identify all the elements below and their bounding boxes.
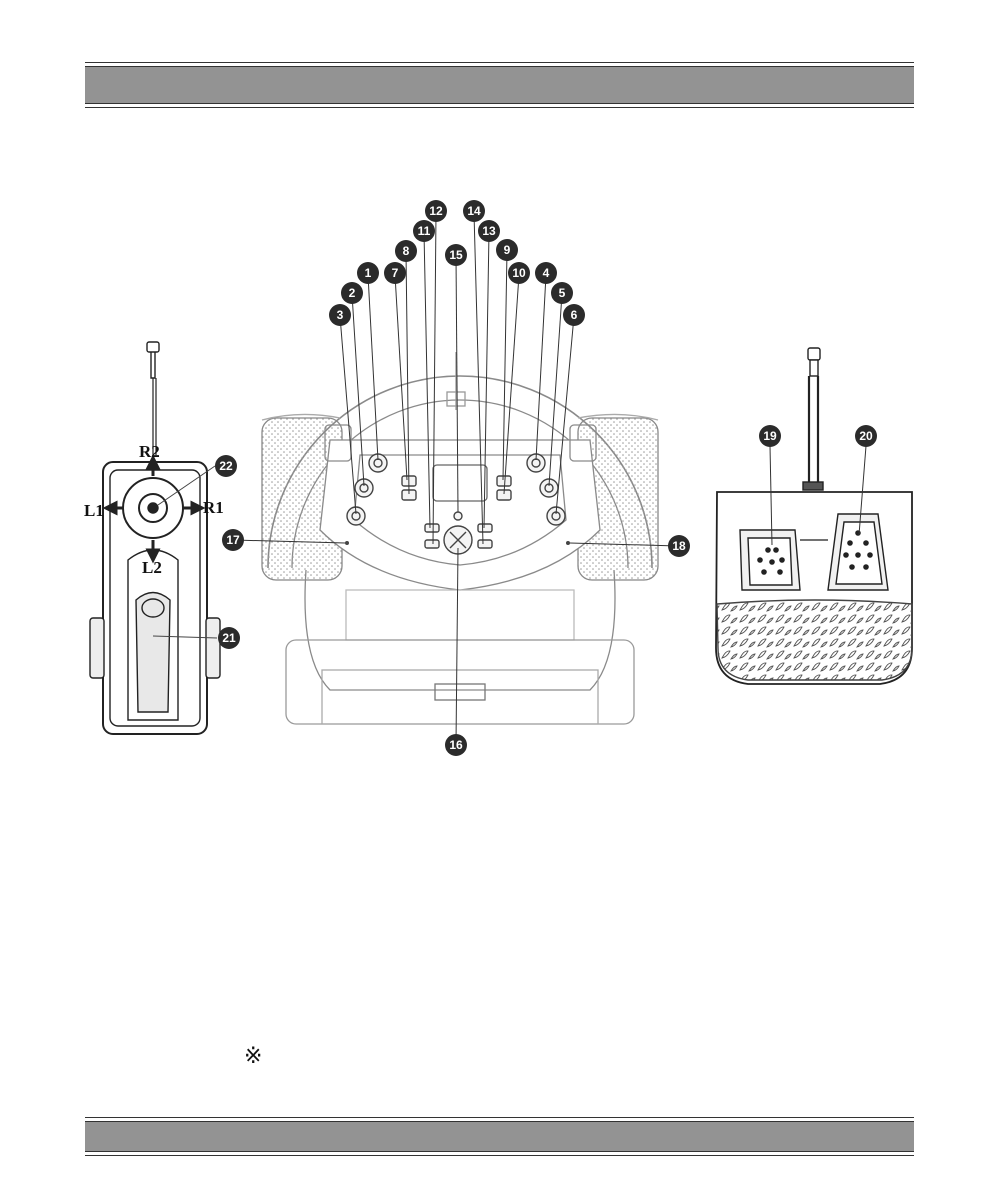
svg-text:11: 11 (418, 224, 431, 238)
svg-text:8: 8 (403, 244, 410, 258)
steering-wheel (262, 352, 658, 724)
callout-4: 4 (535, 262, 557, 284)
svg-text:9: 9 (504, 243, 511, 257)
svg-text:20: 20 (859, 429, 873, 443)
callout-13: 13 (478, 220, 500, 242)
callout-10: 10 (508, 262, 530, 284)
callout-19: 19 (759, 425, 781, 447)
svg-text:6: 6 (571, 308, 578, 322)
svg-text:13: 13 (482, 224, 496, 238)
callout-3: 3 (329, 304, 351, 326)
gear-label-r1: R1 (203, 498, 224, 517)
callout-1: 1 (357, 262, 379, 284)
callout-20: 20 (855, 425, 877, 447)
gear-label-l1: L1 (84, 501, 104, 520)
svg-text:17: 17 (226, 533, 240, 547)
note-symbol: ※ (244, 1044, 262, 1069)
callout-11: 11 (413, 220, 435, 242)
svg-text:3: 3 (337, 308, 344, 322)
callout-16: 16 (445, 734, 467, 756)
svg-text:22: 22 (219, 459, 233, 473)
svg-text:2: 2 (349, 286, 356, 300)
svg-text:14: 14 (467, 204, 481, 218)
pedal-unit (716, 348, 912, 684)
svg-text:7: 7 (392, 266, 399, 280)
svg-text:16: 16 (449, 738, 463, 752)
gearshift-unit (90, 342, 220, 734)
gear-label-l2: L2 (142, 558, 162, 577)
callout-8: 8 (395, 240, 417, 262)
callout-6: 6 (563, 304, 585, 326)
svg-text:4: 4 (543, 266, 550, 280)
svg-text:18: 18 (672, 539, 686, 553)
svg-text:12: 12 (429, 204, 443, 218)
gear-label-r2: R2 (139, 442, 160, 461)
svg-text:15: 15 (449, 248, 463, 262)
callout-18: 18 (668, 535, 690, 557)
svg-text:5: 5 (559, 286, 566, 300)
callout-14: 14 (463, 200, 485, 222)
callout-2: 2 (341, 282, 363, 304)
callout-12: 12 (425, 200, 447, 222)
callout-7: 7 (384, 262, 406, 284)
callout-5: 5 (551, 282, 573, 304)
svg-text:19: 19 (763, 429, 777, 443)
callout-15: 15 (445, 244, 467, 266)
svg-text:1: 1 (365, 266, 372, 280)
svg-text:21: 21 (222, 631, 236, 645)
callout-21: 21 (218, 627, 240, 649)
callout-17: 17 (222, 529, 244, 551)
svg-text:10: 10 (512, 266, 526, 280)
callout-22: 22 (215, 455, 237, 477)
callout-9: 9 (496, 239, 518, 261)
